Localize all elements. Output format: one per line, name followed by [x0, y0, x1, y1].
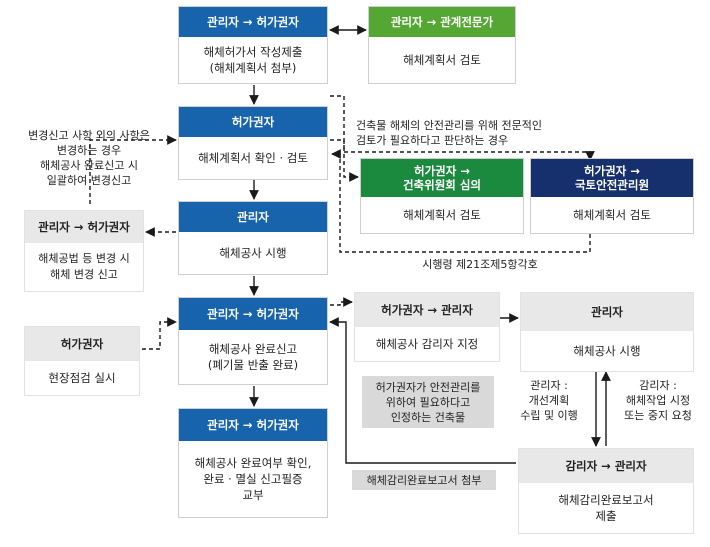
box-supervision-report: 감리자 → 관리자 해체감리완료보고서 제출 — [518, 448, 694, 534]
box-body: 해체허가서 작성제출 (해체계획서 첨부) — [203, 45, 303, 75]
box-header: 허가권자 — [25, 327, 139, 361]
box-header: 관리자 → 관계전문가 — [369, 7, 515, 37]
note-supervisor-needed: 허가권자가 안전관리를 위하여 필요하다고 인정하는 건축물 — [362, 376, 494, 428]
box-body: 해체공사 완료여부 확인, 완료 · 멸실 신고필증 교부 — [194, 456, 312, 502]
box-body: 해체공법 등 변경 시 해체 변경 신고 — [25, 243, 143, 291]
box-committee-review: 허가권자 → 건축위원회 심의 해체계획서 검토 — [360, 158, 524, 234]
box-header: 관리자 → 허가권자 — [179, 298, 327, 330]
box-permit-review: 허가권자 해체계획서 확인 · 검토 — [178, 106, 328, 180]
box-body: 해체계획서 검토 — [403, 208, 481, 222]
box-body: 해체계획서 검토 — [403, 53, 481, 67]
note-change-report: 변경신고 사항 외의 사항은 변경하는 경우 해체공사 완료신고 시 일괄하여 … — [28, 129, 150, 187]
box-body: 해체공사 완료신고 (폐기물 반출 완료) — [207, 342, 299, 372]
box-supervised-work: 관리자 해체공사 시행 — [520, 292, 694, 372]
box-permit-application: 관리자 → 허가권자 해체허가서 작성제출 (해체계획서 첨부) — [178, 6, 328, 84]
box-header: 관리자 → 허가권자 — [179, 7, 327, 37]
note-expert-review: 건축물 해체의 안전관리를 위해 전문적인 검토가 필요하다고 판단하는 경우 — [356, 119, 543, 147]
box-body: 해체공사 시행 — [219, 246, 287, 260]
box-body: 현장점검 실시 — [25, 361, 139, 395]
box-completion-report: 관리자 → 허가권자 해체공사 완료신고 (폐기물 반출 완료) — [178, 297, 328, 385]
box-safety-agency-review: 허가권자 → 국토안전관리원 해체계획서 검토 — [530, 158, 694, 234]
box-change-report: 관리자 → 허가권자 해체공법 등 변경 시 해체 변경 신고 — [24, 210, 144, 292]
note-enforcement: 시행령 제21조제5항각호 — [422, 258, 538, 271]
box-body: 해체계획서 검토 — [573, 208, 651, 222]
note-supervisor-action: 감리자 : 해체작업 시정 또는 중지 요청 — [624, 379, 692, 422]
dashed-change-note — [89, 135, 177, 204]
dashed-b9-b8 — [142, 317, 177, 350]
box-body: 해체공사 시행 — [521, 331, 693, 371]
box-header: 관리자 → 허가권자 — [179, 409, 327, 441]
dashed-b3-b5 — [330, 95, 595, 161]
box-header: 관리자 — [521, 293, 693, 331]
dashed-b5-b3 — [331, 149, 591, 253]
box-header: 허가권자 → 건축위원회 심의 — [361, 159, 523, 197]
box-header: 관리자 → 허가권자 — [25, 211, 143, 243]
dashed-b8-b11 — [330, 297, 353, 307]
dashed-b3-b4 — [330, 139, 359, 182]
box-supervisor-designation: 허가권자 → 관리자 해체공사 감리자 지정 — [354, 292, 500, 362]
box-header: 허가권자 → 국토안전관리원 — [531, 159, 693, 197]
box-header: 허가권자 → 관리자 — [355, 293, 499, 327]
note-supervision-report: 해체감리완료보고서 첨부 — [352, 470, 496, 490]
box-header: 관리자 — [179, 202, 327, 232]
box-body: 해체계획서 확인 · 검토 — [198, 151, 308, 165]
box-body: 해체공사 감리자 지정 — [355, 327, 499, 361]
note-manager-action: 관리자 : 개선계획 수립 및 이행 — [520, 379, 578, 422]
box-header: 감리자 → 관리자 — [519, 449, 693, 483]
box-expert-review: 관리자 → 관계전문가 해체계획서 검토 — [368, 6, 516, 84]
box-demolition-work: 관리자 해체공사 시행 — [178, 201, 328, 275]
box-completion-certificate: 관리자 → 허가권자 해체공사 완료여부 확인, 완료 · 멸실 신고필증 교부 — [178, 408, 328, 518]
arrow-b13-b8 — [329, 317, 516, 464]
box-header: 허가권자 — [179, 107, 327, 137]
box-site-inspection: 허가권자 현장점검 실시 — [24, 326, 140, 396]
box-body: 해체감리완료보고서 제출 — [519, 483, 693, 533]
